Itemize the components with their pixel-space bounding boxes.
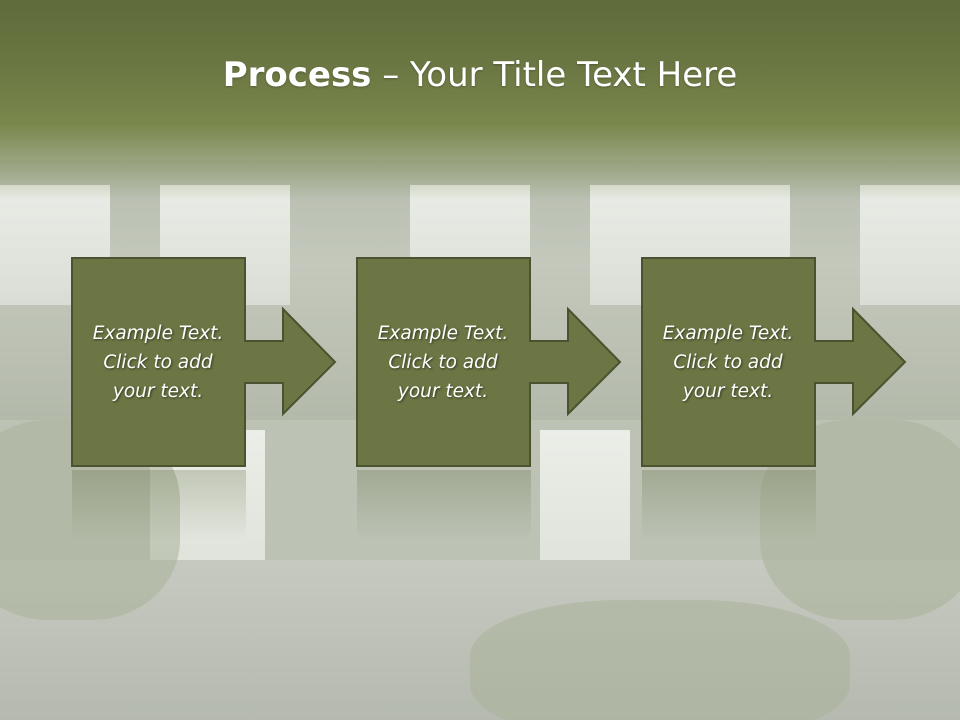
step-reflection — [72, 470, 246, 540]
step-text-area: Example Text. Click to add your text. — [71, 257, 245, 467]
step-text-area: Example Text. Click to add your text. — [356, 257, 530, 467]
slide-title[interactable]: Process – Your Title Text Here — [0, 52, 960, 98]
step-text: Example Text. Click to add your text. — [92, 322, 224, 402]
title-band — [0, 0, 960, 200]
waterfall-far-right — [860, 185, 960, 305]
process-step-1[interactable]: Example Text. Click to add your text. — [71, 257, 339, 467]
title-bold: Process — [222, 55, 372, 95]
step-reflection — [642, 470, 816, 540]
step-text: Example Text. Click to add your text. — [377, 322, 509, 402]
arrow-box-shape — [356, 257, 622, 467]
arrow-box-shape — [71, 257, 337, 467]
step-text-area: Example Text. Click to add your text. — [641, 257, 815, 467]
step-text: Example Text. Click to add your text. — [662, 322, 794, 402]
moss-rocks — [470, 600, 850, 720]
step-reflection — [357, 470, 531, 540]
process-step-2[interactable]: Example Text. Click to add your text. — [356, 257, 624, 467]
process-step-3[interactable]: Example Text. Click to add your text. — [641, 257, 909, 467]
title-rest: – Your Title Text Here — [371, 55, 738, 95]
arrow-box-shape — [641, 257, 907, 467]
waterfall-lower-center — [540, 430, 630, 580]
